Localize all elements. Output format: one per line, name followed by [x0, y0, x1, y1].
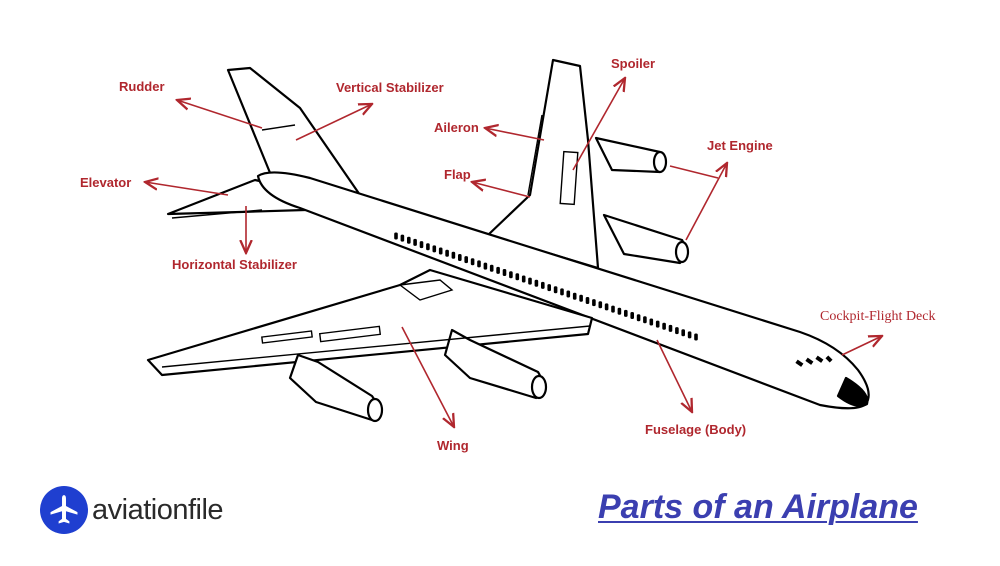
wing-arrow: [401, 326, 454, 427]
passenger-window: [560, 288, 564, 296]
passenger-window: [438, 247, 443, 255]
fuselage-arrow: [656, 339, 692, 412]
cockpit-arrow: [841, 336, 882, 356]
passenger-window: [521, 275, 526, 283]
passenger-window: [553, 286, 558, 294]
passenger-window: [624, 309, 628, 317]
jet-engine-arrow-a: [669, 165, 719, 179]
elevator-arrow: [145, 182, 229, 196]
vertical-stabilizer: [226, 66, 362, 197]
passenger-window: [515, 273, 520, 281]
near-engine-outer: [288, 353, 380, 422]
vertical-stabilizer-arrow: [295, 104, 372, 141]
label-horizontal-stabilizer: Horizontal Stabilizer: [172, 257, 297, 272]
passenger-window: [630, 312, 634, 319]
passenger-window: [675, 327, 679, 335]
passenger-window: [611, 305, 615, 313]
label-jet-engine: Jet Engine: [707, 138, 773, 153]
passenger-window: [636, 314, 641, 322]
brand-logo: aviationfile: [40, 486, 224, 534]
passenger-window: [572, 292, 577, 300]
page-title: Parts of an Airplane: [598, 488, 918, 526]
label-spoiler: Spoiler: [611, 56, 656, 71]
passenger-window: [681, 329, 685, 337]
passenger-window: [394, 232, 398, 240]
passenger-windows: [394, 232, 698, 341]
passenger-window: [477, 260, 481, 268]
passenger-window: [509, 271, 513, 279]
flap-arrow: [472, 182, 531, 198]
aileron-arrow: [485, 128, 545, 141]
far-wing: [486, 58, 600, 270]
passenger-window: [643, 316, 647, 324]
brand-name: aviationfile: [92, 493, 224, 526]
nose-cone: [836, 376, 869, 407]
label-wing: Wing: [437, 438, 469, 453]
label-cockpit: Cockpit-Flight Deck: [820, 309, 936, 324]
passenger-window: [426, 243, 430, 251]
passenger-window: [687, 331, 692, 339]
passenger-window: [585, 297, 590, 304]
passenger-window: [496, 266, 500, 274]
passenger-window: [445, 249, 449, 257]
passenger-window: [655, 320, 660, 328]
passenger-window: [451, 251, 456, 259]
label-vertical-stabilizer: Vertical Stabilizer: [336, 80, 444, 95]
jet-engine-arrow-b: [685, 163, 727, 241]
far-engine-lower: [602, 213, 687, 265]
passenger-window: [534, 279, 539, 287]
label-aileron: Aileron: [434, 120, 479, 135]
passenger-window: [458, 254, 462, 261]
passenger-window: [470, 258, 475, 266]
passenger-window: [566, 290, 571, 298]
passenger-window: [419, 241, 424, 249]
passenger-window: [483, 262, 488, 270]
passenger-window: [617, 307, 622, 315]
passenger-window: [579, 294, 583, 302]
label-elevator: Elevator: [80, 175, 132, 190]
passenger-window: [598, 301, 603, 309]
passenger-window: [400, 234, 405, 242]
passenger-window: [649, 318, 654, 326]
passenger-window: [694, 333, 698, 341]
label-flap: Flap: [444, 167, 471, 182]
spoiler-arrow: [572, 78, 625, 171]
airplane-icon: [40, 486, 88, 534]
passenger-window: [528, 277, 532, 285]
label-rudder: Rudder: [119, 79, 165, 94]
passenger-window: [489, 264, 494, 272]
passenger-window: [592, 299, 596, 307]
passenger-window: [604, 303, 609, 311]
passenger-window: [668, 324, 673, 332]
passenger-window: [413, 238, 417, 246]
rudder-arrow: [177, 100, 263, 129]
passenger-window: [464, 256, 468, 264]
passenger-window: [662, 322, 666, 330]
passenger-window: [407, 236, 411, 244]
passenger-window: [502, 269, 507, 276]
passenger-window: [541, 281, 545, 289]
passenger-window: [432, 245, 437, 253]
label-fuselage: Fuselage (Body): [645, 422, 747, 437]
passenger-window: [547, 284, 551, 292]
